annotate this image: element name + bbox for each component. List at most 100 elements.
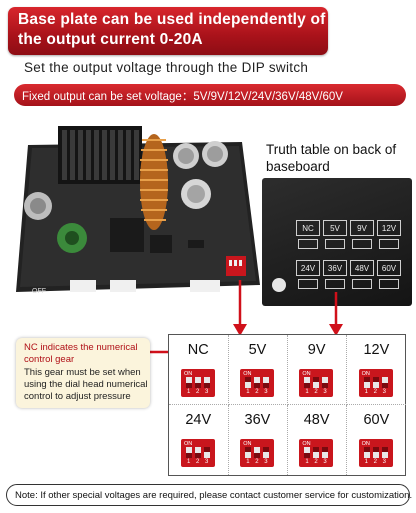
dip-number: 2 [314, 459, 318, 465]
dip-slot [313, 377, 320, 388]
dip-slot [204, 447, 210, 458]
dip-number: 2 [314, 389, 318, 395]
voltage-label: 36V [244, 412, 271, 428]
dip-number: 2 [196, 389, 200, 395]
dip-slot [322, 377, 329, 388]
dip-number: 1 [364, 459, 368, 465]
mini-truth-table: NC 5V 9V 12V 24V 36V 48V 60V [296, 220, 402, 298]
dip-number: 2 [196, 459, 200, 465]
dip-number: 2 [373, 459, 377, 465]
truth-table-caption: Truth table on back of baseboard [266, 142, 397, 174]
dip-slot [254, 377, 261, 388]
voltage-label: 48V [303, 412, 330, 428]
dip-on-label: ON [243, 441, 252, 447]
dip-number: 3 [382, 459, 386, 465]
dip-on-label: ON [184, 371, 193, 377]
dip-knob [381, 447, 388, 452]
dip-slot [186, 377, 192, 388]
callout-line: using the dial head numerical [24, 379, 148, 390]
dip-knob [304, 453, 311, 458]
dip-slot [254, 447, 261, 458]
dip-number: 3 [264, 389, 268, 395]
footer-note-text: Note: If other special voltages are requ… [15, 490, 413, 501]
dip-number: 1 [364, 389, 368, 395]
dip-knob [186, 453, 192, 458]
dip-knob [186, 383, 192, 388]
dip-on-label: ON [361, 371, 370, 377]
dip-on-label: ON [302, 441, 311, 447]
dip-slot [245, 447, 252, 458]
dip-knob [363, 447, 370, 452]
dip-number: 1 [246, 389, 250, 395]
dip-slot [313, 447, 320, 458]
dip-knob [322, 447, 329, 452]
dip-slot [363, 377, 370, 388]
dip-knob [204, 383, 210, 388]
dip-knob [254, 383, 261, 388]
fixed-voltage-bar: Fixed output can be set voltage：5V/9V/12… [14, 84, 406, 106]
mini-cell: 9V [350, 220, 374, 236]
dip-slot [372, 447, 379, 458]
callout-line: control to adjust pressure [24, 391, 131, 402]
dip-on-label: ON [184, 441, 193, 447]
dip-number: 3 [382, 389, 386, 395]
mini-cell: NC [296, 220, 320, 236]
dip-number: 2 [373, 389, 377, 395]
dip-slot [322, 447, 329, 458]
board-off-label: OFF [32, 288, 46, 295]
mini-cell: 5V [323, 220, 347, 236]
voltage-label: 5V [248, 342, 267, 358]
dip-number: 2 [255, 459, 259, 465]
dip-number: 1 [305, 459, 309, 465]
mini-cell: 24V [296, 260, 320, 276]
dip-slot [381, 447, 388, 458]
dip-slot [186, 447, 192, 458]
dip-slot [381, 377, 388, 388]
nc-callout: NC indicates the numerical control gear … [16, 338, 150, 408]
dip-on-label: ON [361, 441, 370, 447]
dip-slot [263, 447, 270, 458]
dip-knob [372, 377, 379, 382]
fixed-voltage-text: Fixed output can be set voltage：5V/9V/12… [22, 91, 343, 103]
voltage-label: 60V [363, 412, 390, 428]
dip-knob [372, 447, 379, 452]
dip-knob [263, 447, 270, 452]
dip-number: 1 [187, 389, 191, 395]
dip-number: 3 [264, 459, 268, 465]
mini-cell: 12V [377, 220, 401, 236]
dip-slot [263, 377, 270, 388]
footer-note: Note: If other special voltages are requ… [6, 484, 413, 506]
mini-dip [379, 279, 399, 289]
dip-knob [322, 383, 329, 388]
dip-number: 2 [255, 389, 259, 395]
dip-slot [245, 377, 252, 388]
dip-slot [195, 447, 201, 458]
banner-title-line1: Base plate can be used independently of [18, 11, 326, 28]
dip-number: 3 [205, 389, 209, 395]
mounting-hole [272, 278, 286, 292]
dip-knob [313, 447, 320, 452]
header-banner [8, 7, 328, 55]
arrow-down-right [329, 292, 343, 336]
mini-dip [352, 239, 372, 249]
mini-dip [325, 239, 345, 249]
mini-dip [325, 279, 345, 289]
dip-slot [195, 377, 201, 388]
dip-subtitle: Set the output voltage through the DIP s… [24, 60, 309, 75]
dip-knob [195, 453, 201, 458]
voltage-label: NC [187, 342, 209, 358]
baseboard-back-photo: NC 5V 9V 12V 24V 36V 48V 60V [262, 178, 412, 306]
dip-knob [263, 383, 270, 388]
dip-knob [381, 383, 388, 388]
